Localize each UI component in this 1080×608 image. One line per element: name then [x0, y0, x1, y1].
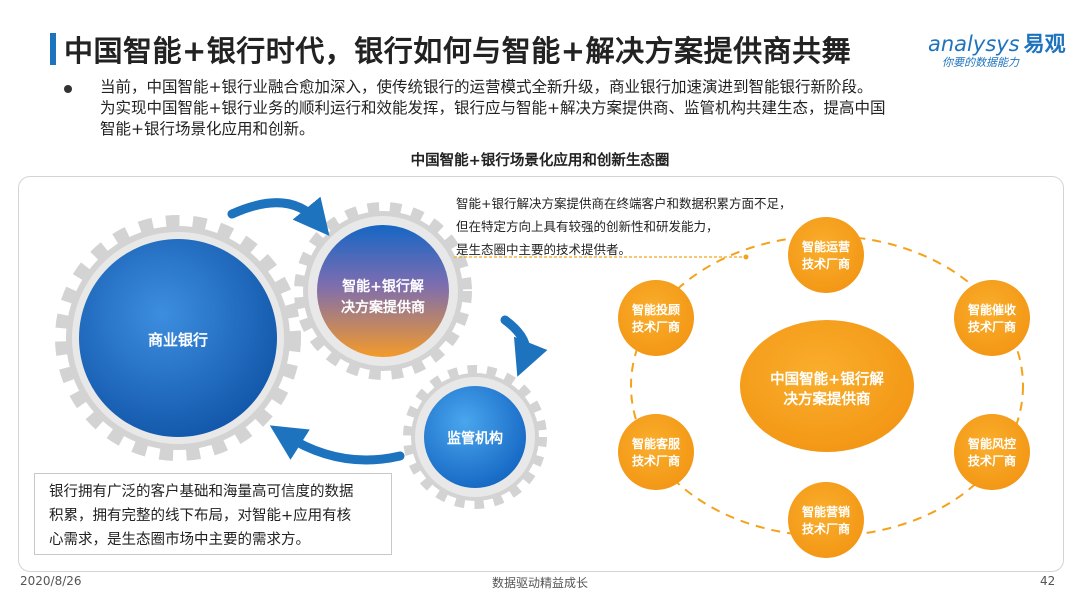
satellite-collect: 智能催收 技术厂商 — [954, 280, 1030, 356]
page-title: 中国智能+银行时代，银行如何与智能+解决方案提供商共舞 — [64, 34, 852, 68]
satellite-service: 智能客服 技术厂商 — [618, 414, 694, 490]
logo-text: nalysys — [940, 32, 1020, 56]
diagram-panel — [18, 176, 1064, 572]
satellite-risk-label-2: 技术厂商 — [968, 453, 1016, 468]
arrow-bank-to-provider — [227, 196, 330, 236]
title-accent-bar — [50, 33, 56, 65]
footer-slogan: 数据驱动精益成长 — [491, 576, 588, 590]
bank-note-box: 银行拥有广泛的客户基础和海量高可信度的数据 积累，拥有完整的线下布局，对智能+应… — [34, 473, 392, 555]
satellite-advisory-circle — [618, 280, 694, 356]
provider-annotation-line-2: 但在特定方向上具有较强的创新性和研发能力， — [456, 219, 719, 234]
center-label-2: 决方案提供商 — [784, 390, 871, 408]
satellite-collect-label-2: 技术厂商 — [968, 319, 1016, 334]
logo-cn: 易观 — [1023, 32, 1066, 56]
satellite-marketing: 智能营销 技术厂商 — [788, 482, 864, 558]
satellite-advisory: 智能投顾 技术厂商 — [618, 280, 694, 356]
satellite-marketing-label-2: 技术厂商 — [802, 521, 850, 536]
provider-annotation-line-1: 智能+银行解决方案提供商在终端客户和数据积累方面不足， — [456, 196, 792, 211]
bank-note-line-3: 心需求，是生态圈市场中主要的需求方。 — [49, 532, 310, 548]
center-provider-circle — [740, 320, 914, 452]
satellite-ops-label-1: 智能运营 — [801, 239, 850, 254]
arrow-provider-to-regulator — [500, 315, 548, 377]
page-number: 42 — [1040, 574, 1056, 588]
logo-slogan: 你要的数据能力 — [942, 56, 1019, 69]
arrow-regulator-to-bank — [269, 425, 405, 465]
satellite-risk-label-1: 智能风控 — [967, 436, 1016, 451]
bank-note-line-2: 积累，拥有完整的线下布局，对智能+应用有核 — [49, 508, 352, 524]
satellite-risk-circle — [954, 414, 1030, 490]
satellite-service-label-2: 技术厂商 — [632, 453, 680, 468]
circle-provider — [317, 225, 449, 357]
satellite-ops: 智能运营 技术厂商 — [788, 217, 864, 293]
center-label-1: 中国智能+银行解 — [770, 370, 884, 388]
intro-paragraph: 当前，中国智能+银行业融合愈加深入，使传统银行的运营模式全新升级，商业银行加速演… — [100, 77, 1060, 140]
satellite-service-label-1: 智能客服 — [631, 436, 681, 451]
satellite-advisory-label-1: 智能投顾 — [631, 302, 680, 317]
satellite-collect-circle — [954, 280, 1030, 356]
satellite-advisory-label-2: 技术厂商 — [632, 319, 680, 334]
intro-line-3: 智能+银行场景化应用和创新。 — [100, 120, 315, 138]
logo-prefix: a — [928, 32, 941, 56]
bank-note-line-1: 银行拥有广泛的客户基础和海量高可信度的数据 — [49, 484, 354, 500]
gear-regulator — [403, 365, 547, 509]
gear-provider — [294, 202, 472, 380]
satellite-service-circle — [618, 414, 694, 490]
satellite-risk: 智能风控 技术厂商 — [954, 414, 1030, 490]
footer-date: 2020/8/26 — [20, 574, 82, 588]
label-provider-2: 决方案提供商 — [341, 299, 425, 316]
label-regulator: 监管机构 — [447, 430, 503, 447]
label-provider-1: 智能+银行解 — [341, 278, 424, 295]
bullet-icon — [64, 85, 72, 93]
circle-regulator — [424, 386, 526, 488]
satellite-marketing-label-1: 智能营销 — [801, 504, 850, 519]
intro-line-1: 当前，中国智能+银行业融合愈加深入，使传统银行的运营模式全新升级，商业银行加速演… — [100, 78, 873, 96]
label-commercial-bank: 商业银行 — [148, 331, 208, 349]
circle-commercial-bank — [79, 239, 277, 437]
satellite-marketing-circle — [788, 482, 864, 558]
provider-annotation: 智能+银行解决方案提供商在终端客户和数据积累方面不足， 但在特定方向上具有较强的… — [456, 192, 816, 261]
satellite-collect-label-1: 智能催收 — [967, 302, 1016, 317]
gear-commercial-bank — [55, 215, 301, 461]
satellite-ops-label-2: 技术厂商 — [802, 256, 850, 271]
provider-annotation-line-3: 是生态圈中主要的技术提供者。 — [456, 242, 632, 257]
diagram-title: 中国智能+银行场景化应用和创新生态圈 — [410, 153, 670, 169]
annotation-connector-dot — [743, 254, 749, 260]
intro-line-2: 为实现中国智能+银行业务的顺利运行和效能发挥，银行应与智能+解决方案提供商、监管… — [100, 99, 886, 117]
satellite-ops-circle — [788, 217, 864, 293]
